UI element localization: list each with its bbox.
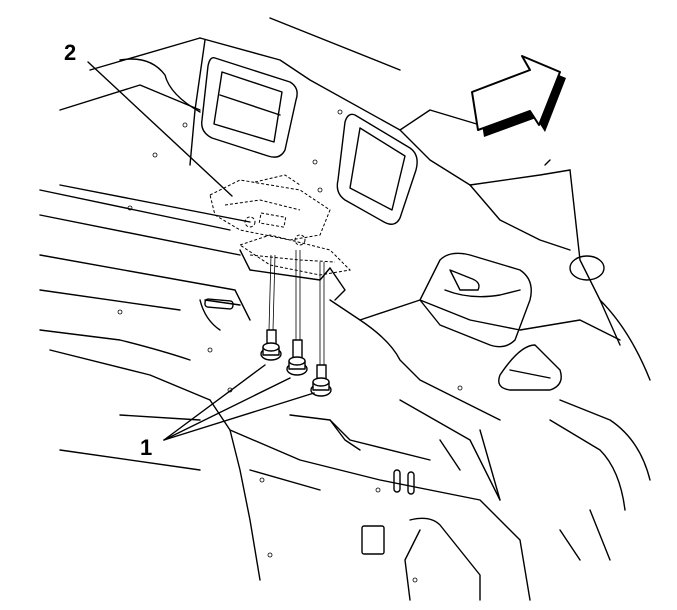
callout-1: 1 bbox=[140, 435, 153, 460]
bolt-2 bbox=[286, 339, 308, 376]
forward-direction-arrow-icon bbox=[471, 55, 566, 137]
bolt-3 bbox=[310, 364, 332, 397]
bolt-1 bbox=[260, 329, 282, 361]
center-floor bbox=[209, 399, 531, 601]
bolt-guides bbox=[268, 250, 325, 365]
leader-lines bbox=[87, 61, 315, 441]
right-floor bbox=[329, 252, 651, 561]
mounting-bracket-assembly bbox=[209, 174, 352, 301]
panel-holes bbox=[127, 109, 343, 211]
panel-window-right bbox=[336, 113, 418, 225]
upper-panel bbox=[59, 17, 621, 346]
left-floor-rails bbox=[39, 184, 251, 471]
panel-window-left bbox=[201, 56, 298, 158]
callout-2: 2 bbox=[64, 40, 77, 65]
